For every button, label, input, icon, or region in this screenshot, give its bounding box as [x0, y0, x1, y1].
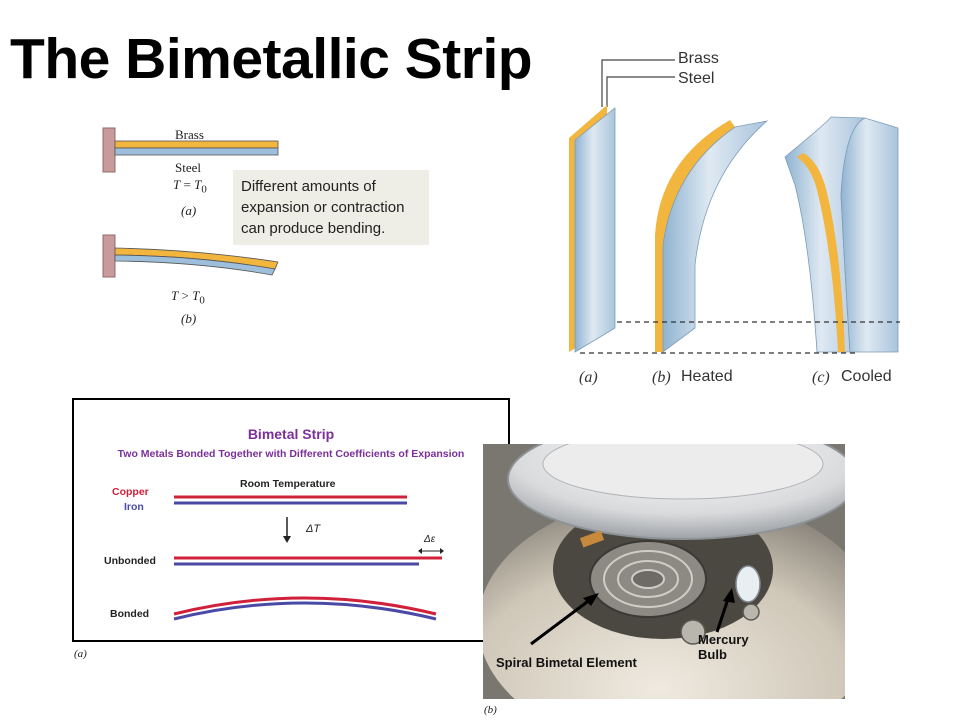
fig4-caption: (b)	[484, 704, 497, 716]
fig2b-caption: (b)	[652, 369, 671, 386]
fig4-drawing	[483, 444, 845, 699]
fig1-drawing	[102, 127, 279, 278]
fig3-bonded-copper-strip	[173, 596, 437, 616]
fig4-mercury-arrowhead	[723, 588, 735, 603]
fig3-title: Bimetal Strip	[247, 426, 335, 442]
fig1b-equation: T > T0	[171, 288, 205, 307]
fig1b-caption: (b)	[181, 311, 196, 327]
fig2b-steel-layer	[662, 120, 769, 353]
fig3-bimetal-panel: Bimetal Strip Two Metals Bonded Together…	[72, 398, 510, 642]
fig1-strip-diagram	[100, 120, 300, 340]
fig2a-caption: (a)	[579, 369, 598, 386]
page-title: The Bimetallic Strip	[10, 27, 533, 91]
fig3-copper-label: Copper	[112, 486, 149, 498]
fig4-spiral-label: Spiral Bimetal Element	[496, 655, 637, 670]
fig2-steel-label: Steel	[678, 70, 715, 87]
fig3-delta-t-arrowhead	[283, 536, 291, 543]
fig4-mercury-arrow	[715, 595, 731, 633]
fig2-brass-leader	[601, 59, 675, 107]
fig3-bonded-label: Bonded	[110, 608, 150, 620]
fig2-brass-label: Brass	[678, 50, 719, 67]
fig1-note-box: Different amounts of expansion or contra…	[233, 170, 429, 245]
fig4-screw-right	[742, 603, 760, 621]
fig3-delta-e-label: Δε	[424, 534, 436, 545]
fig4-spiral-mid	[603, 550, 693, 608]
fig3-room-temp-label: Room Temperature	[240, 478, 336, 490]
fig3-delta-e-arrowhead-right	[440, 548, 444, 554]
fig1b-caption-text: (b)	[181, 311, 197, 326]
fig1a-caption-text: (a)	[181, 203, 197, 218]
fig3-delta-t-label: ΔT	[306, 523, 321, 535]
fig2-cooled-label: Cooled	[841, 368, 892, 385]
fig2c-caption: (c)	[812, 369, 830, 386]
fig1-steel-label: Steel	[175, 160, 201, 175]
fig1a-caption: (a)	[181, 203, 196, 219]
fig2c-brass-layer	[797, 153, 845, 352]
fig3-unbonded-label: Unbonded	[104, 555, 156, 567]
fig1a-steel-layer	[114, 147, 279, 156]
fig4-spiral-core	[631, 569, 665, 589]
fig3-delta-e-arrowhead-left	[418, 548, 422, 554]
fig4-spiral-inner	[617, 560, 679, 598]
fig1b-steel-layer	[114, 254, 276, 276]
fig2-heated-label: Heated	[681, 368, 733, 385]
fig3-iron-label: Iron	[124, 501, 144, 513]
fig4-thermostat-photo	[483, 444, 845, 699]
fig1-brass-label: Brass	[175, 127, 204, 142]
fig2-strip-illustration	[555, 45, 955, 390]
fig1a-wall	[102, 127, 116, 173]
fig1b-wall	[102, 234, 116, 278]
fig4-mercury-label-line2: Bulb	[698, 647, 727, 662]
fig2c-steel-face	[840, 117, 899, 353]
fig3-subtitle: Two Metals Bonded Together with Differen…	[117, 448, 465, 460]
fig2b-brass-layer	[655, 120, 735, 352]
fig4-mercury-bulb-shape	[735, 565, 761, 603]
fig4-spiral-arrowhead	[583, 593, 599, 606]
fig2a-steel-face	[574, 107, 616, 353]
fig4-dial-face	[542, 444, 824, 500]
fig3-drawing	[173, 495, 444, 621]
fig2-steel-leader	[606, 76, 675, 107]
fig3-caption: (a)	[74, 648, 87, 660]
fig1a-equation: T = T0	[173, 177, 207, 196]
fig3-bonded-iron-strip	[173, 601, 437, 621]
fig4-mercury-label-line1: Mercury	[698, 632, 749, 647]
fig2-drawing	[569, 59, 900, 354]
fig4-screw-left	[680, 619, 706, 645]
fig4-copper-tab	[579, 530, 605, 548]
fig4-spiral-arrow	[530, 597, 592, 646]
